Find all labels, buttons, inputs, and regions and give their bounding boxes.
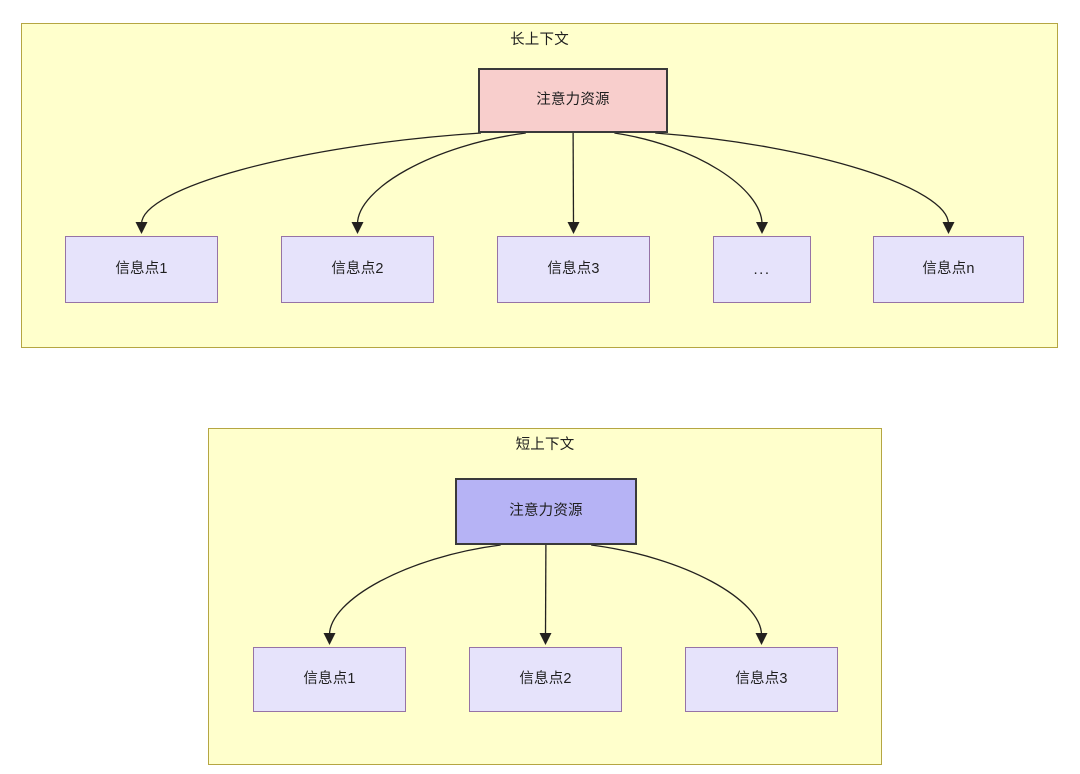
node-info-point-3-long[interactable]: 信息点3 (497, 236, 650, 303)
node-info-point-n-long[interactable]: 信息点n (873, 236, 1024, 303)
node-info-point-3-short[interactable]: 信息点3 (685, 647, 838, 712)
group-title-short-context: 短上下文 (515, 437, 575, 453)
node-attention-resource-short[interactable]: 注意力资源 (455, 478, 637, 545)
node-info-point-2-short[interactable]: 信息点2 (469, 647, 622, 712)
node-info-point-ellipsis-long[interactable]: ... (713, 236, 811, 303)
node-info-point-2-long[interactable]: 信息点2 (281, 236, 434, 303)
node-info-point-1-short[interactable]: 信息点1 (253, 647, 406, 712)
node-info-point-1-long[interactable]: 信息点1 (65, 236, 218, 303)
node-attention-resource-long[interactable]: 注意力资源 (478, 68, 668, 133)
group-title-long-context: 长上下文 (510, 32, 569, 48)
